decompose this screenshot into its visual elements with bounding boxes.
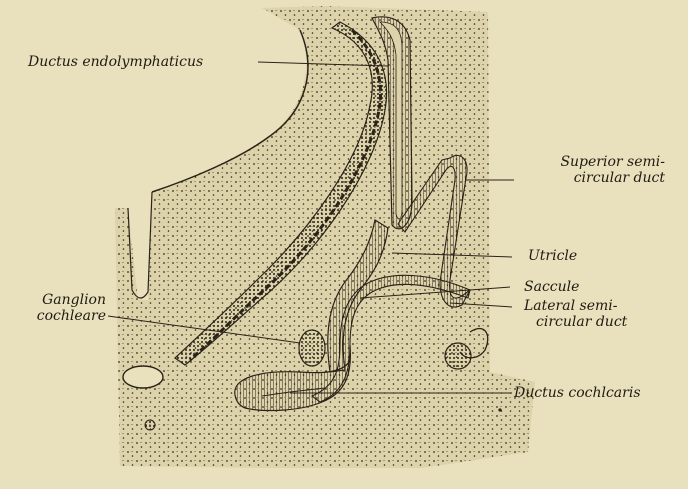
label-lateral-line1: Lateral semi- [524,298,664,314]
label-lateral-line2: circular duct [524,314,664,330]
label-ganglion-cochleare: Ganglion cochleare [6,292,106,324]
label-saccule: Saccule [524,279,579,295]
label-superior-line2: circular duct [530,170,665,186]
label-ganglion-line1: Ganglion [6,292,106,308]
label-ganglion-line2: cochleare [6,308,106,324]
label-superior-line1: Superior semi- [530,154,665,170]
left-oval [123,366,163,388]
label-lateral-semicircular-duct: Lateral semi- circular duct [524,298,664,330]
label-utricle: Utricle [528,248,577,264]
ganglion-cochleare [299,330,325,366]
small-vessel [145,420,155,430]
right-nodule [445,343,471,369]
label-ductus-cochlearis: Ductus cochlcaris [514,385,641,401]
label-ductus-endolymphaticus: Ductus endolymphaticus [28,54,203,70]
label-superior-semicircular-duct: Superior semi- circular duct [530,154,665,186]
